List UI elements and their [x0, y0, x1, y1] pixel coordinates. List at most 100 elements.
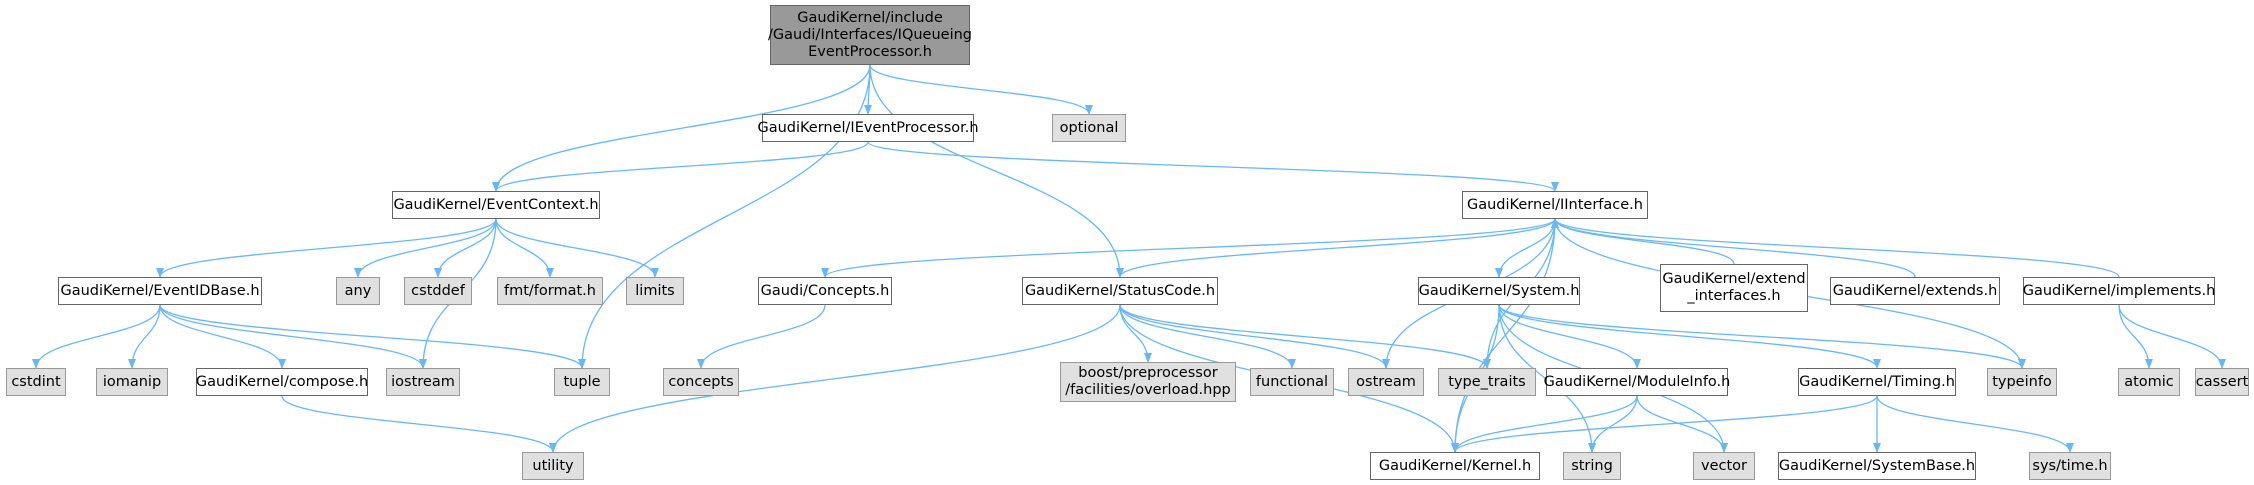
edge-timing-to-systime: [1876, 395, 2074, 453]
edge-ieventprocessor-to-iinterface: [867, 141, 1559, 192]
node-label: GaudiKernel/extends.h: [1832, 282, 1998, 299]
node-label: cassert: [2195, 373, 2249, 390]
node-label: iostream: [391, 373, 455, 390]
node-eventcontext[interactable]: GaudiKernel/EventContext.h: [392, 191, 600, 219]
edge-eventidbase-to-cstdint: [32, 304, 161, 369]
edge-statuscode-to-utility: [549, 304, 1121, 453]
edge-concepts_h-to-concepts: [697, 304, 826, 369]
edge-statuscode-to-type_traits: [1119, 304, 1491, 369]
node-ostream: ostream: [1348, 368, 1424, 396]
node-functional: functional: [1250, 368, 1334, 396]
node-type_traits: type_traits: [1438, 368, 1536, 396]
node-atomic: atomic: [2118, 368, 2180, 396]
node-label: functional: [1255, 373, 1329, 390]
node-iostream: iostream: [386, 368, 460, 396]
node-label: GaudiKernel/IInterface.h: [1467, 196, 1643, 213]
node-label: utility: [532, 457, 574, 474]
node-cstdint: cstdint: [6, 368, 66, 396]
edge-system-to-timing: [1498, 304, 1881, 369]
node-cassert: cassert: [2195, 368, 2249, 396]
edge-eventidbase-to-tuple: [159, 304, 586, 369]
edge-eventcontext-to-eventidbase: [156, 218, 497, 278]
node-label: GaudiKernel/ModuleInfo.h: [1543, 373, 1731, 390]
edge-moduleinfo-to-vector: [1636, 395, 1728, 453]
edge-system-to-moduleinfo: [1498, 304, 1641, 369]
node-label: iomanip: [102, 373, 162, 390]
node-label: GaudiKernel/EventIDBase.h: [60, 282, 260, 299]
node-label: GaudiKernel/implements.h: [2022, 282, 2216, 299]
node-system[interactable]: GaudiKernel/System.h: [1418, 277, 1580, 305]
edge-implements-to-cassert: [2118, 304, 2226, 369]
node-label: GaudiKernel/include /Gaudi/Interfaces/IQ…: [768, 9, 973, 60]
node-label: GaudiKernel/SystemBase.h: [1778, 457, 1976, 474]
node-iinterface[interactable]: GaudiKernel/IInterface.h: [1462, 191, 1648, 219]
node-utility: utility: [522, 452, 584, 480]
node-fmtformat: fmt/format.h: [497, 277, 603, 305]
node-label: tuple: [563, 373, 601, 390]
node-iomanip: iomanip: [96, 368, 168, 396]
node-moduleinfo[interactable]: GaudiKernel/ModuleInfo.h: [1543, 368, 1731, 396]
node-label: GaudiKernel/StatusCode.h: [1024, 282, 1216, 299]
edge-statuscode-to-functional: [1119, 304, 1296, 369]
node-label: GaudiKernel/Kernel.h: [1378, 457, 1532, 474]
node-extends[interactable]: GaudiKernel/extends.h: [1830, 277, 2000, 305]
edge-implements-to-iinterface: [1551, 218, 2120, 278]
node-vector: vector: [1693, 452, 1755, 480]
edge-eventcontext-to-cstddef: [434, 218, 497, 278]
node-label: type_traits: [1448, 373, 1526, 390]
edge-statuscode-to-ostream: [1119, 304, 1390, 369]
node-extend_interfaces[interactable]: GaudiKernel/extend _interfaces.h: [1660, 264, 1808, 312]
edge-eventcontext-to-limits: [495, 218, 659, 278]
node-cstddef: cstddef: [404, 277, 472, 305]
node-label: GaudiKernel/EventContext.h: [393, 196, 599, 213]
node-label: Gaudi/Concepts.h: [760, 282, 890, 299]
node-kernel[interactable]: GaudiKernel/Kernel.h: [1370, 452, 1540, 480]
node-label: GaudiKernel/extend _interfaces.h: [1662, 271, 1806, 304]
node-implements[interactable]: GaudiKernel/implements.h: [2023, 277, 2215, 305]
edge-moduleinfo-to-kernel: [1451, 395, 1638, 453]
node-eventidbase[interactable]: GaudiKernel/EventIDBase.h: [58, 277, 262, 305]
node-label: string: [1571, 457, 1613, 474]
node-label: typeinfo: [1992, 373, 2052, 390]
node-label: atomic: [2124, 373, 2174, 390]
node-label: cstddef: [411, 282, 465, 299]
edge-moduleinfo-to-string: [1588, 395, 1638, 453]
edge-root-to-tuple: [578, 64, 871, 369]
edge-eventidbase-to-iomanip: [128, 304, 161, 369]
edge-root-to-statuscode: [869, 64, 1124, 278]
node-ieventprocessor[interactable]: GaudiKernel/IEventProcessor.h: [757, 114, 979, 142]
edge-root-to-optional: [869, 64, 1093, 115]
node-label: GaudiKernel/compose.h: [195, 373, 369, 390]
node-root[interactable]: GaudiKernel/include /Gaudi/Interfaces/IQ…: [768, 5, 973, 65]
node-statuscode[interactable]: GaudiKernel/StatusCode.h: [1022, 277, 1218, 305]
edge-iinterface-to-concepts_h: [821, 218, 1556, 278]
node-systembase[interactable]: GaudiKernel/SystemBase.h: [1778, 452, 1976, 480]
node-overload: boost/preprocessor /facilities/overload.…: [1060, 362, 1236, 402]
node-any: any: [336, 277, 380, 305]
node-concepts_h[interactable]: Gaudi/Concepts.h: [758, 277, 892, 305]
node-label: limits: [635, 282, 675, 299]
node-label: any: [344, 282, 372, 299]
edge-eventcontext-to-fmtformat: [495, 218, 554, 278]
edge-compose-to-utility: [281, 395, 557, 453]
edge-system-to-typeinfo: [1498, 304, 2026, 369]
edge-root-to-eventcontext: [492, 64, 871, 192]
edge-extend_interfaces-to-iinterface: [1551, 218, 1735, 265]
node-tuple: tuple: [554, 368, 610, 396]
edge-timing-to-kernel: [1451, 395, 1878, 453]
node-systime: sys/time.h: [2029, 452, 2111, 480]
node-label: vector: [1701, 457, 1747, 474]
edge-ieventprocessor-to-eventcontext: [492, 141, 869, 192]
node-label: GaudiKernel/IEventProcessor.h: [757, 119, 979, 136]
node-optional: optional: [1052, 114, 1126, 142]
node-label: sys/time.h: [2032, 457, 2108, 474]
node-timing[interactable]: GaudiKernel/Timing.h: [1798, 368, 1956, 396]
node-compose[interactable]: GaudiKernel/compose.h: [196, 368, 368, 396]
node-label: GaudiKernel/System.h: [1418, 282, 1580, 299]
node-label: cstdint: [11, 373, 61, 390]
node-concepts: concepts: [663, 368, 739, 396]
edge-iinterface-to-statuscode: [1116, 218, 1556, 278]
node-label: GaudiKernel/Timing.h: [1799, 373, 1955, 390]
